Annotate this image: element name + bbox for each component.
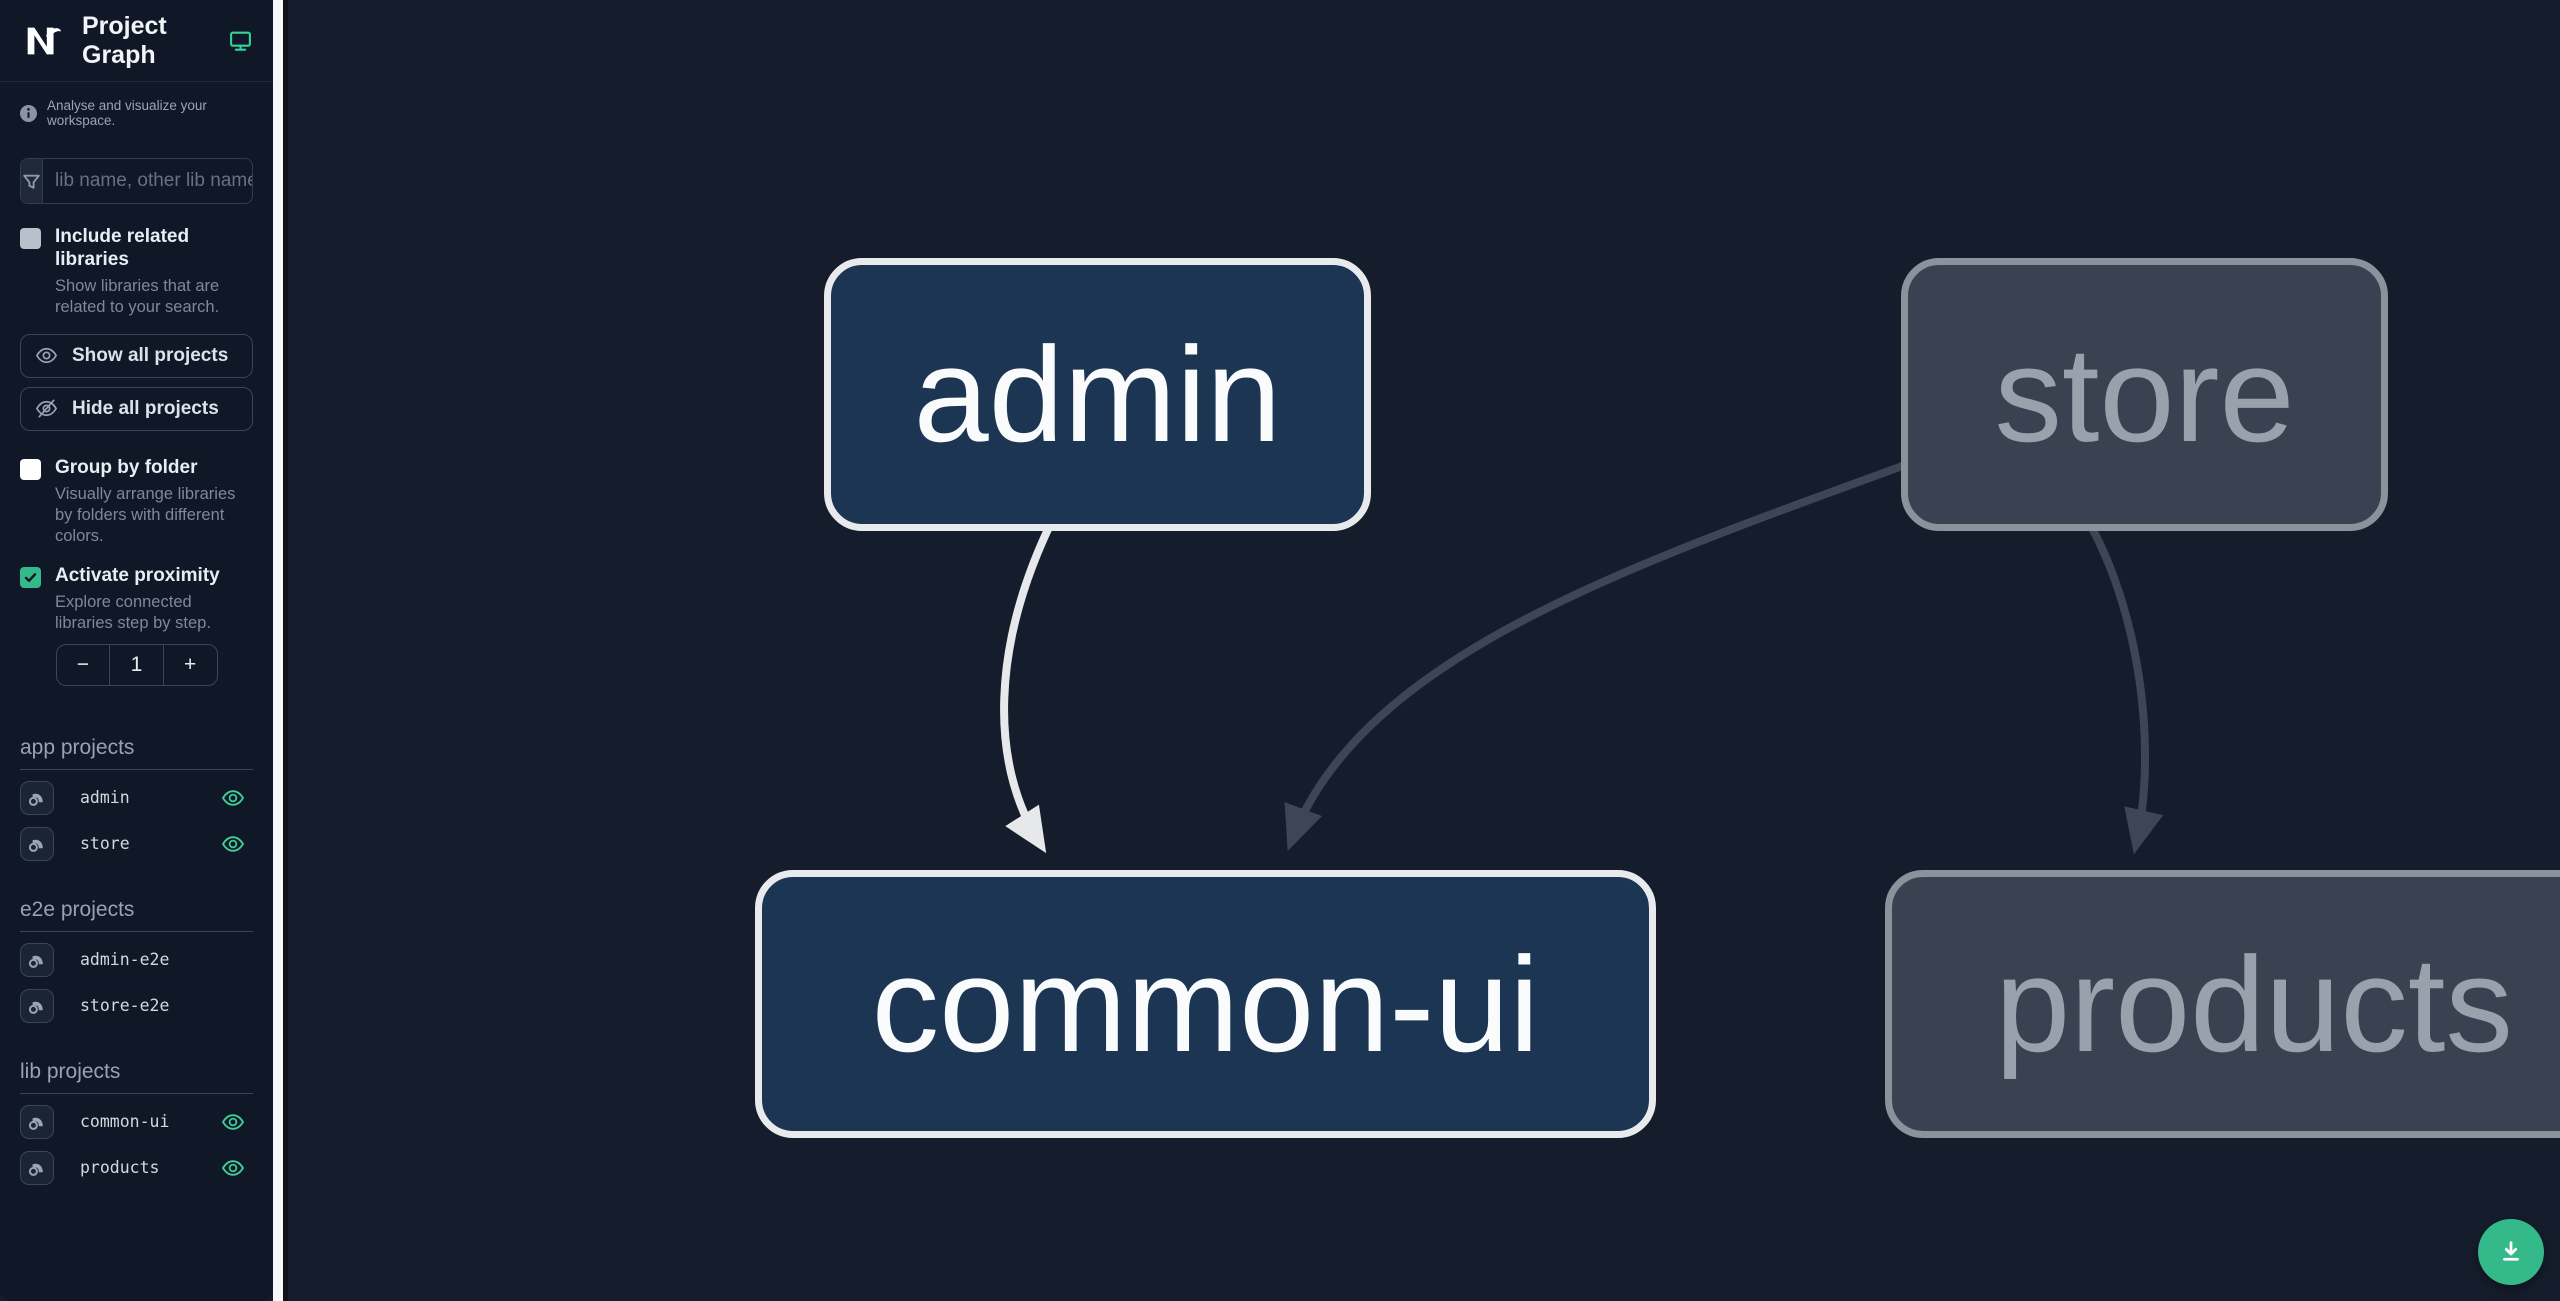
focus-project-icon[interactable] <box>20 1104 54 1139</box>
project-row-admin-e2e: admin-e2e <box>20 942 253 978</box>
section-app-projects: app projects admin <box>20 736 253 862</box>
group-by-folder-description: Visually arrange libraries by folders wi… <box>55 484 236 545</box>
section-title: e2e projects <box>20 898 253 932</box>
group-by-folder-checkbox[interactable] <box>20 458 41 480</box>
proximity-depth-stepper: − 1 + <box>55 643 218 686</box>
download-image-button[interactable] <box>2478 1219 2544 1285</box>
decrement-button[interactable]: − <box>76 652 89 676</box>
project-name: store <box>80 834 130 854</box>
visibility-eye-icon[interactable] <box>221 1110 245 1134</box>
project-row-store-e2e: store-e2e <box>20 988 253 1024</box>
visibility-eye-icon[interactable] <box>221 832 245 856</box>
include-related-option: Include related libraries Show libraries… <box>0 226 273 318</box>
activate-proximity-checkbox[interactable] <box>20 566 41 588</box>
check-icon <box>23 570 38 585</box>
section-lib-projects: lib projects common-ui <box>20 1060 253 1186</box>
project-name: common-ui <box>80 1112 170 1132</box>
project-row-store: store <box>20 826 253 862</box>
visibility-eye-icon[interactable] <box>221 786 245 810</box>
proximity-depth-value: 1 <box>109 644 163 685</box>
show-all-projects-button[interactable]: Show all projects <box>20 333 253 378</box>
section-title: lib projects <box>20 1060 253 1094</box>
focus-project-icon[interactable] <box>20 942 54 977</box>
section-title: app projects <box>20 736 253 770</box>
edge-admin-common-ui <box>1000 523 1054 854</box>
project-name: products <box>80 1158 160 1178</box>
funnel-icon <box>21 159 43 203</box>
sidebar: Project Graph Analyse and visualize your… <box>0 0 273 1301</box>
monitor-icon[interactable] <box>228 28 253 53</box>
workspace-tagline: Analyse and visualize your workspace. <box>0 82 273 128</box>
graph-node-products[interactable]: products <box>1885 870 2560 1138</box>
edge-store-common-ui <box>1284 461 1907 851</box>
focus-project-icon[interactable] <box>20 780 54 815</box>
search-input[interactable] <box>43 159 252 203</box>
graph-node-store[interactable]: store <box>1901 258 2388 531</box>
group-by-folder-label: Group by folder <box>55 456 198 478</box>
project-row-products: products <box>20 1150 253 1186</box>
eye-icon <box>35 344 58 367</box>
page-title: Project Graph <box>82 11 167 69</box>
edge-store-products <box>2088 526 2164 855</box>
graph-node-admin[interactable]: admin <box>824 258 1371 531</box>
project-row-admin: admin <box>20 780 253 816</box>
project-name: store-e2e <box>80 996 170 1016</box>
activate-proximity-label: Activate proximity <box>55 564 220 586</box>
focus-project-icon[interactable] <box>20 826 54 861</box>
download-icon <box>2496 1237 2526 1267</box>
info-icon <box>20 104 37 122</box>
section-e2e-projects: e2e projects admin-e2e store-e2e <box>20 898 253 1024</box>
include-related-checkbox[interactable] <box>20 228 41 249</box>
project-name: admin <box>80 788 130 808</box>
group-by-folder-option: Group by folder Visually arrange librari… <box>0 457 273 547</box>
include-related-description: Show libraries that are related to your … <box>55 276 220 316</box>
nx-logo <box>20 18 66 64</box>
project-filter <box>20 158 253 204</box>
eye-off-icon <box>35 397 58 420</box>
dependency-edges <box>1000 461 2164 855</box>
project-row-common-ui: common-ui <box>20 1104 253 1140</box>
increment-button[interactable]: + <box>162 644 217 685</box>
sidebar-divider <box>273 0 288 1301</box>
project-name: admin-e2e <box>80 950 170 970</box>
include-related-label: Include related libraries <box>55 226 190 270</box>
graph-canvas[interactable]: admin store common-ui products <box>293 0 2560 1301</box>
hide-all-projects-button[interactable]: Hide all projects <box>20 386 253 431</box>
focus-project-icon[interactable] <box>20 988 54 1023</box>
visibility-eye-icon[interactable] <box>221 1156 245 1180</box>
activate-proximity-option: Activate proximity Explore connected lib… <box>0 565 273 634</box>
focus-project-icon[interactable] <box>20 1150 54 1185</box>
sidebar-header: Project Graph <box>0 0 273 82</box>
graph-node-common-ui[interactable]: common-ui <box>755 870 1656 1138</box>
activate-proximity-description: Explore connected libraries step by step… <box>55 592 211 632</box>
